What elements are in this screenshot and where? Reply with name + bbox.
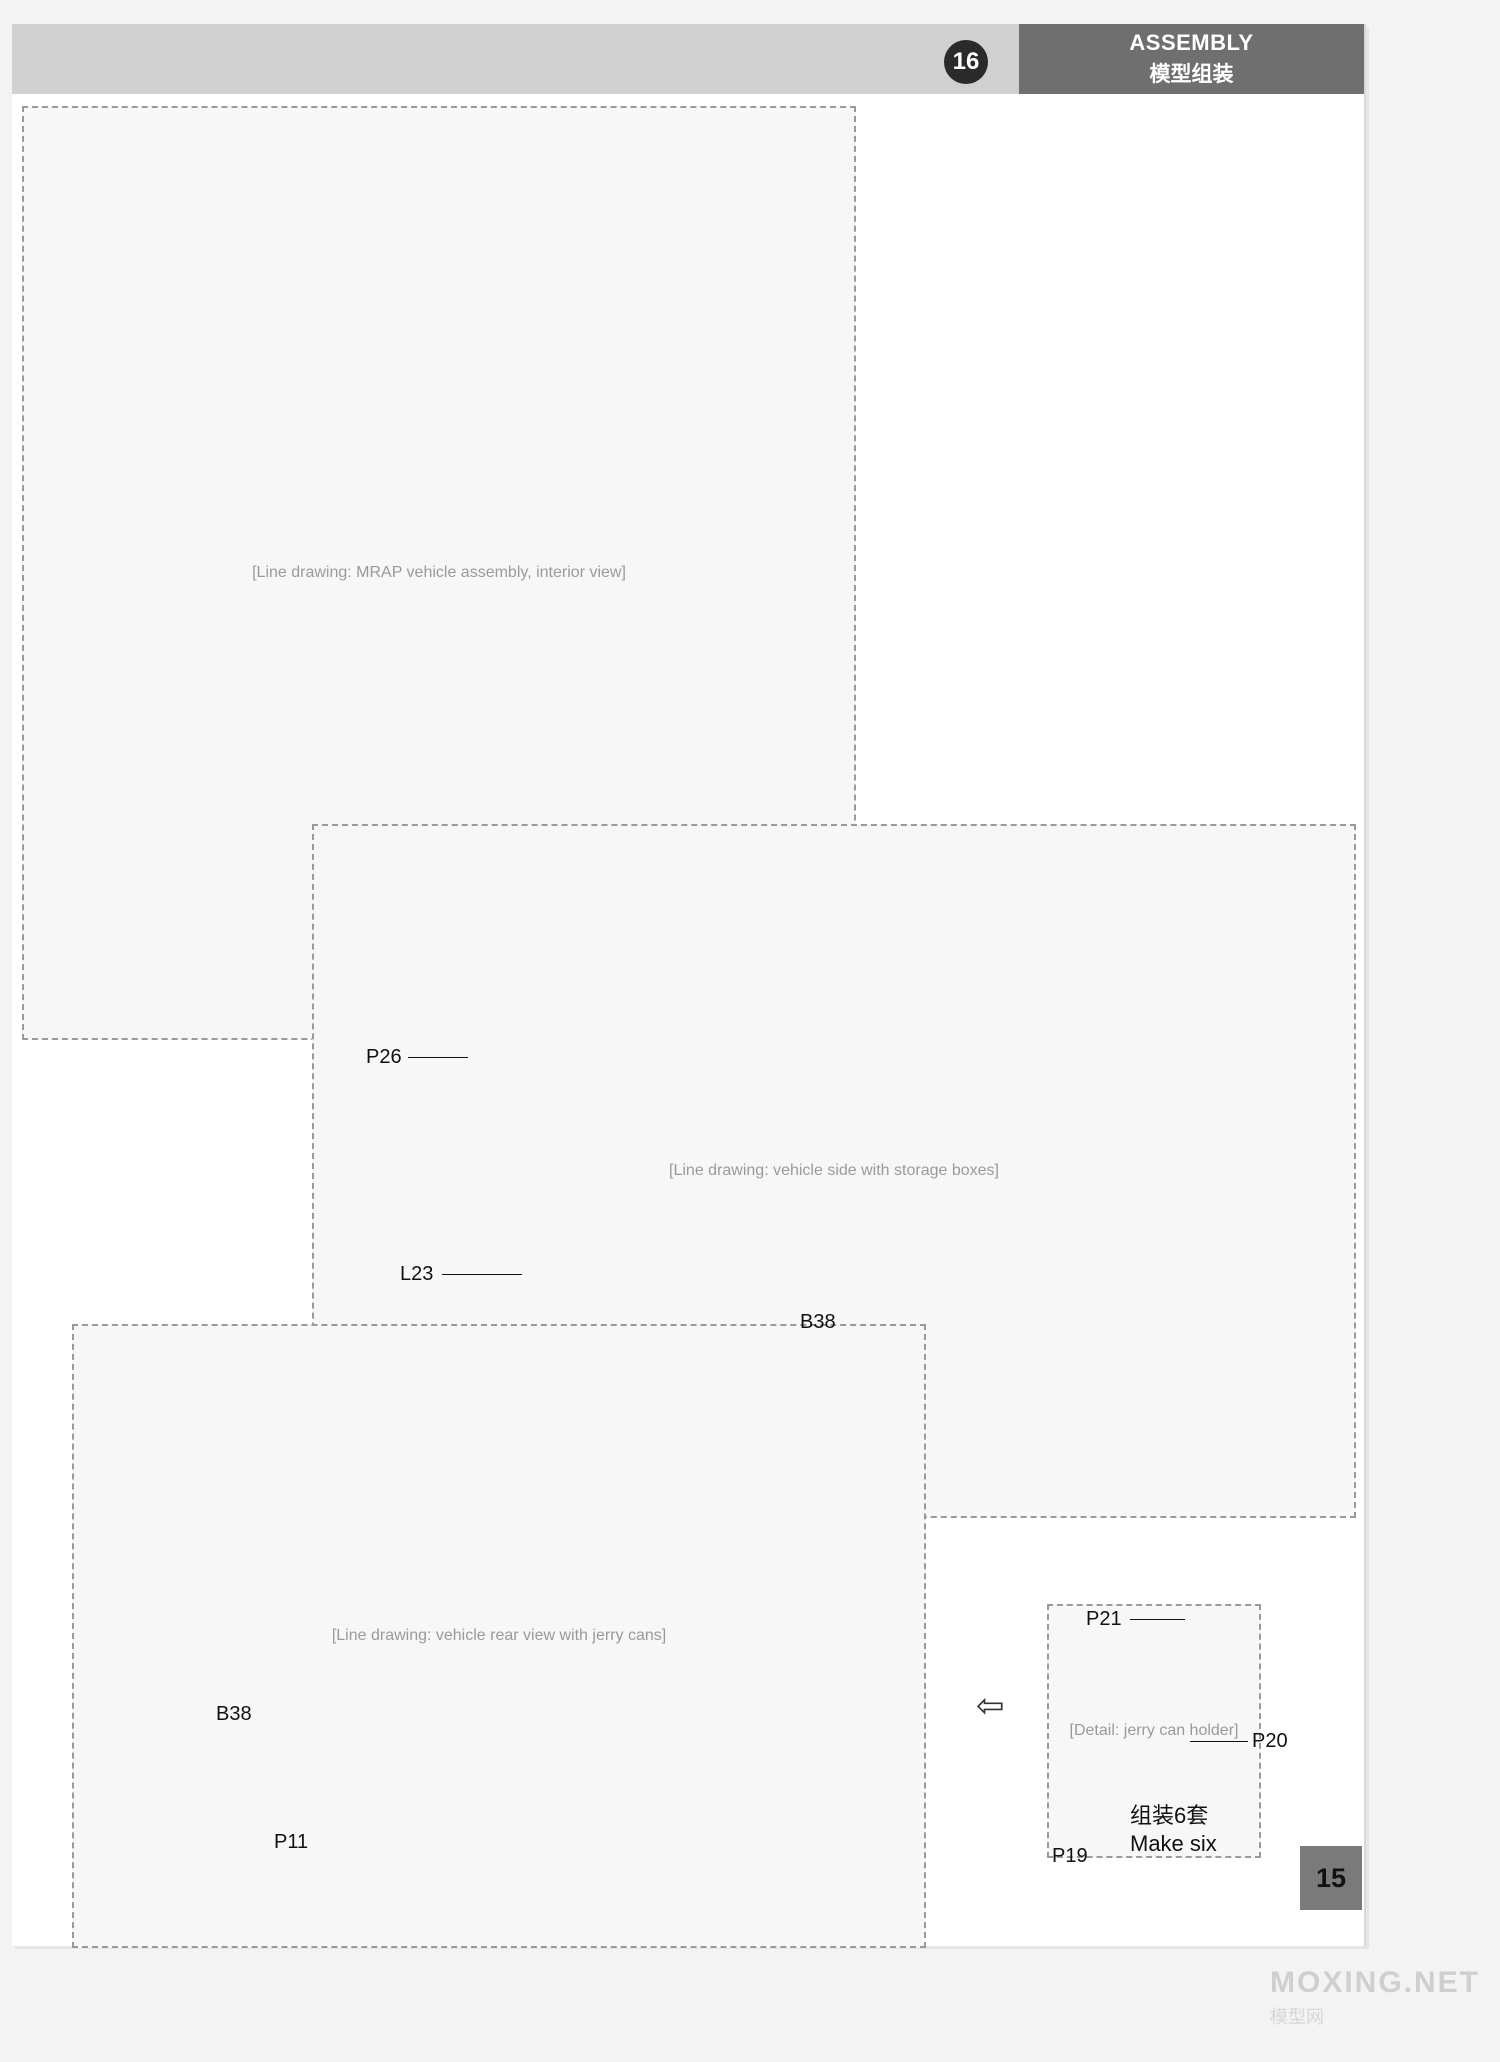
direction-arrow-icon: ⇦ <box>976 1687 1005 1725</box>
callout-p20: P20 <box>1252 1730 1288 1752</box>
section-title-zh: 模型组装 <box>1149 63 1234 86</box>
callout-l23-leader <box>442 1274 522 1275</box>
callout-b38-middle: B38 <box>800 1311 836 1333</box>
make-six-caption: 组装6套 Make six <box>1130 1802 1217 1857</box>
callout-b38-bottom: B38 <box>216 1703 252 1725</box>
callout-p26: P26 <box>366 1046 402 1068</box>
section-title-block: ASSEMBLY 模型组装 <box>1019 24 1364 94</box>
page-number: 15 <box>1300 1846 1362 1910</box>
section-title-en: ASSEMBLY <box>1129 30 1254 55</box>
jerrycan-detail-drawing: [Detail: jerry can holder] <box>1047 1604 1261 1858</box>
site-watermark: MOXING.NET <box>1270 1966 1481 1999</box>
header-bar: 16 ASSEMBLY 模型组装 <box>12 24 1364 94</box>
callout-p21-leader <box>1130 1619 1185 1620</box>
step-number-badge: 16 <box>944 40 988 84</box>
instruction-page: 16 ASSEMBLY 模型组装 [Line drawing: MRAP veh… <box>12 24 1366 1948</box>
callout-p21: P21 <box>1086 1608 1122 1630</box>
callout-p19: P19 <box>1052 1845 1088 1867</box>
site-watermark-zh: 模型网 <box>1270 2007 1324 2027</box>
callout-p11: P11 <box>274 1831 309 1853</box>
callout-p20-leader <box>1190 1741 1248 1742</box>
bottom-vehicle-drawing: [Line drawing: vehicle rear view with je… <box>72 1324 926 1948</box>
callout-l23: L23 <box>400 1263 434 1285</box>
make-six-caption-en: Make six <box>1130 1830 1217 1856</box>
make-six-caption-zh: 组装6套 <box>1130 1803 1209 1828</box>
callout-p26-leader <box>408 1057 468 1058</box>
